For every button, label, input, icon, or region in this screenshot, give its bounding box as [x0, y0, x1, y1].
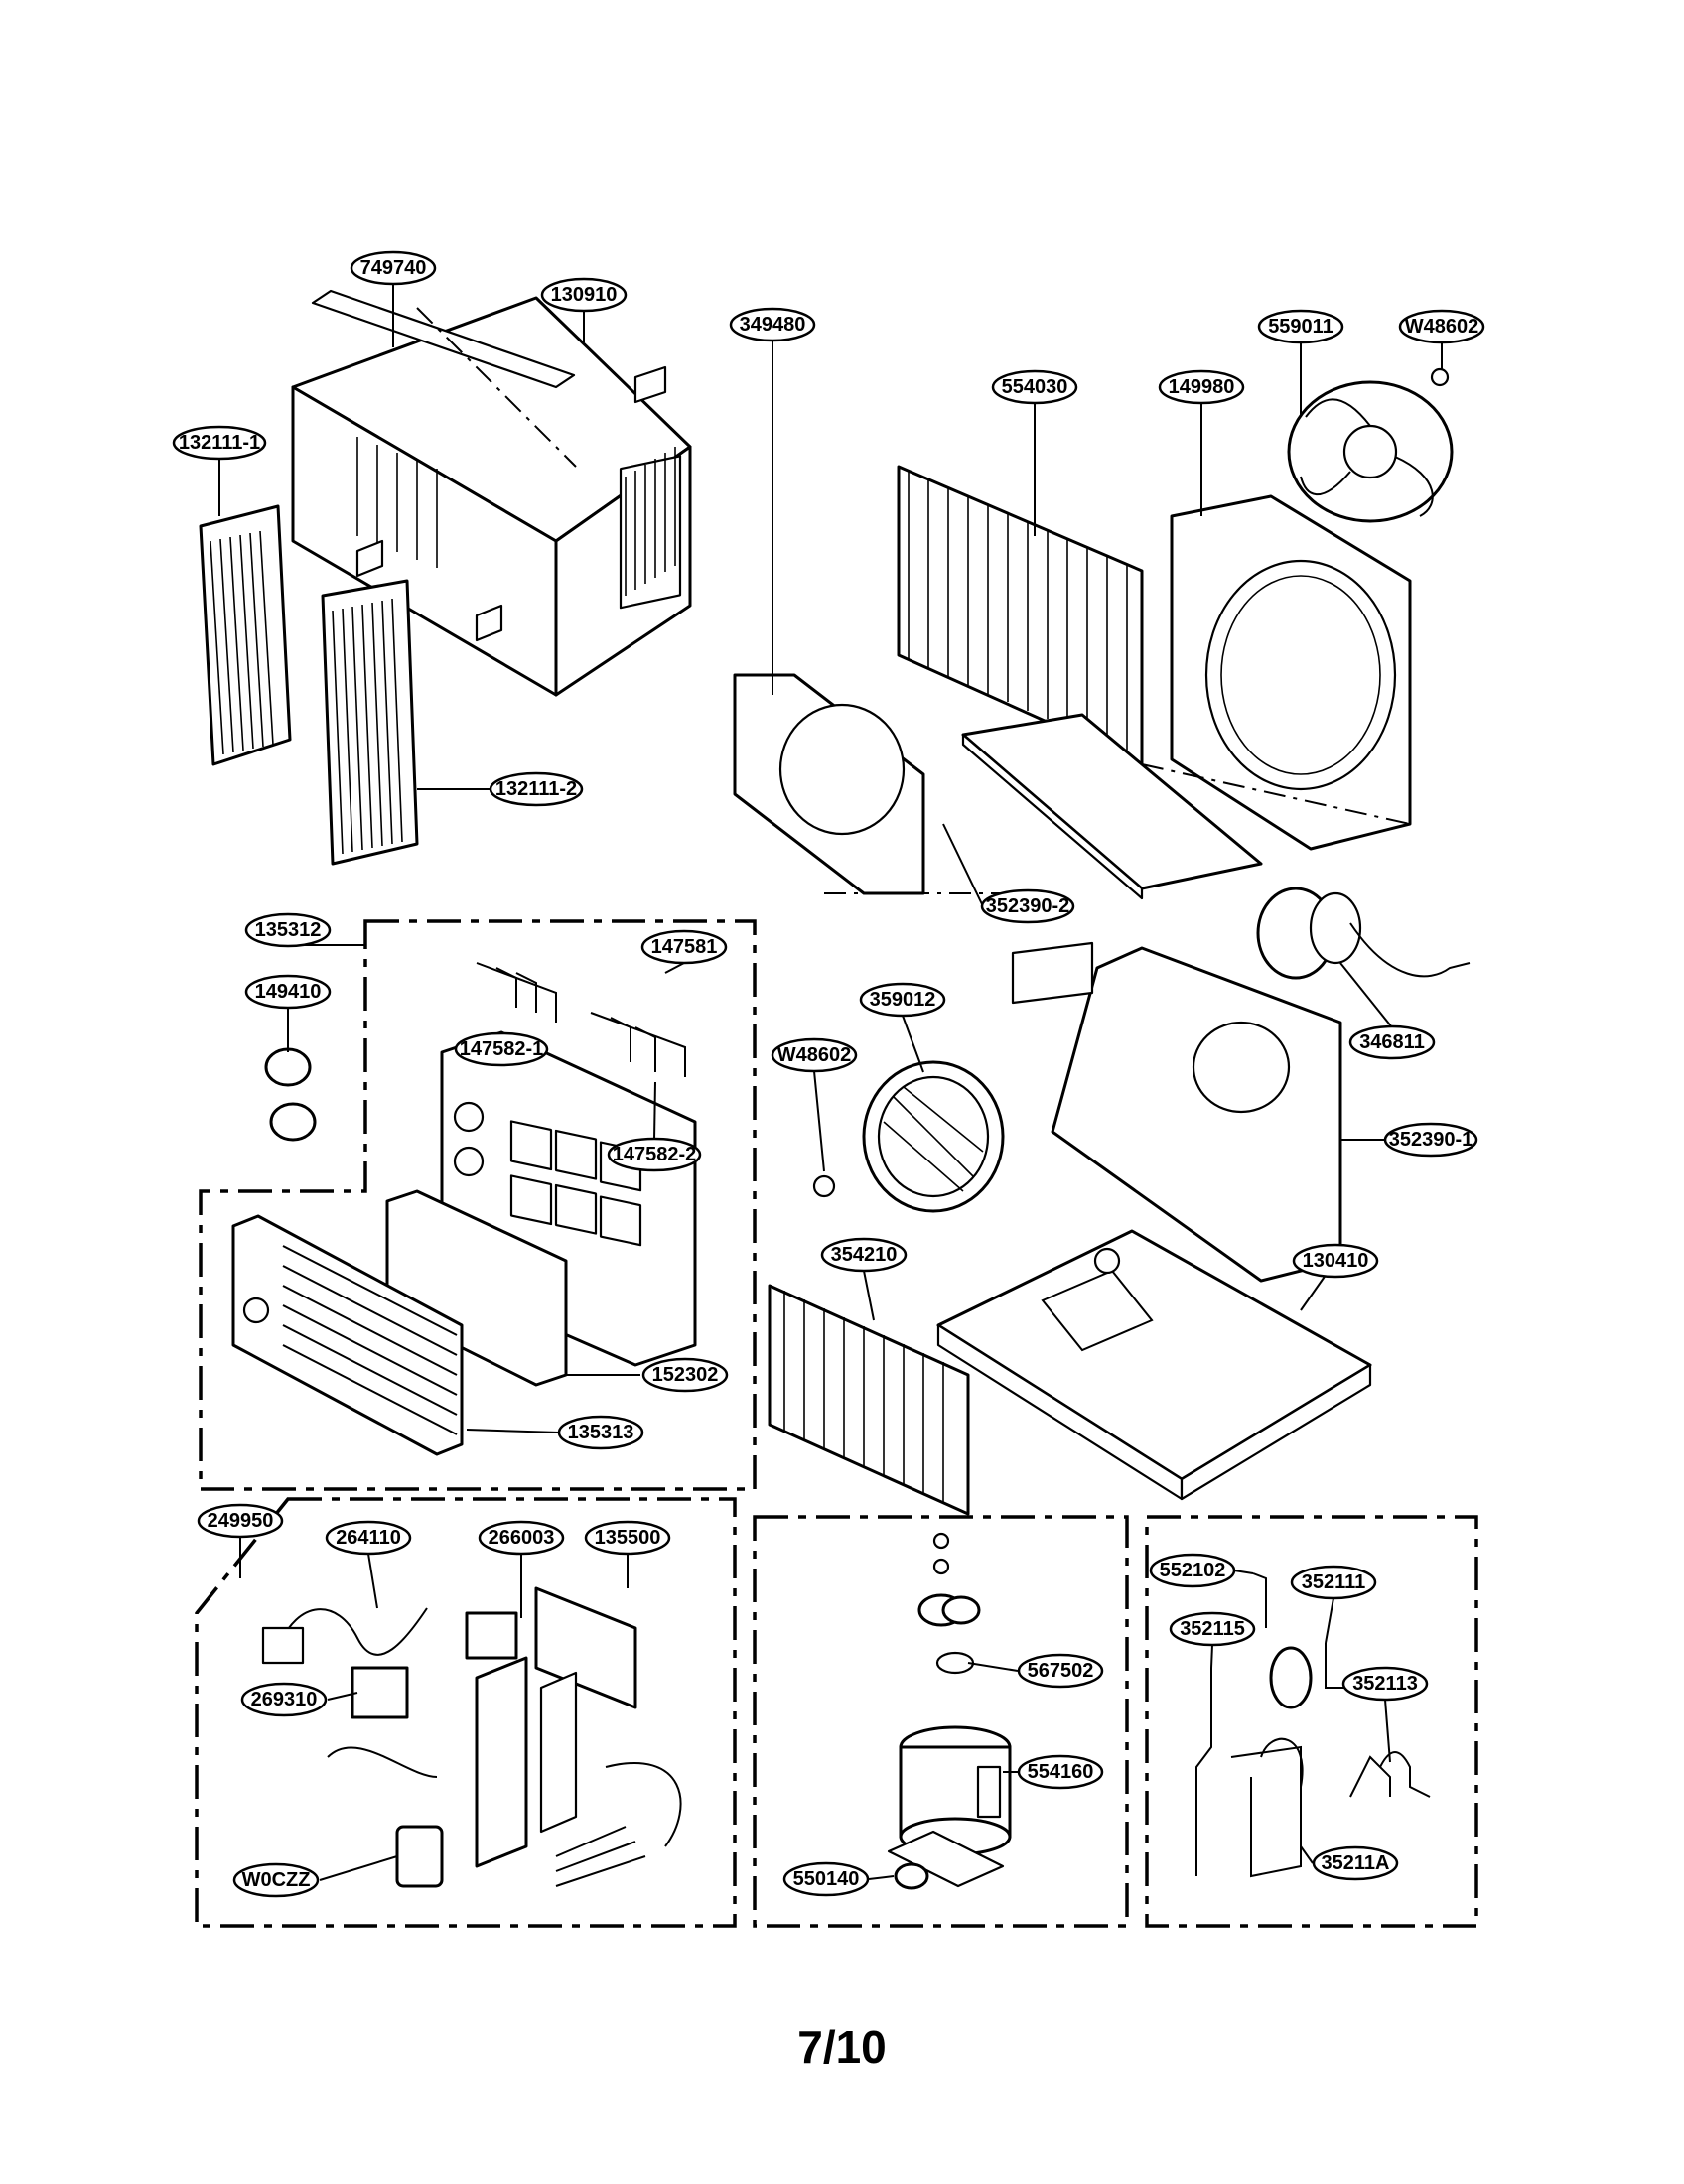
part-label: 132111-2 [489, 771, 584, 807]
part-number: 352113 [1352, 1673, 1418, 1695]
part-number: 147581 [651, 936, 718, 958]
part-label: W48602 [771, 1037, 858, 1073]
part-label: W48602 [1398, 309, 1485, 344]
part-label: 352115 [1169, 1611, 1256, 1647]
part-label: 132111-1 [172, 425, 267, 461]
part-number: 346811 [1359, 1031, 1425, 1053]
part-label: 149410 [244, 974, 332, 1010]
part-label: 346811 [1348, 1024, 1436, 1060]
electrical-drawing [261, 1586, 682, 1888]
electrical-frame [195, 1497, 737, 1928]
outdoor-section-drawing [733, 367, 1471, 980]
part-label: 130910 [540, 277, 628, 313]
part-label: 552102 [1149, 1553, 1236, 1588]
part-number: 354210 [831, 1244, 898, 1266]
part-number: 152302 [652, 1364, 719, 1386]
part-label: 152302 [641, 1357, 729, 1393]
part-number: 567502 [1028, 1660, 1094, 1682]
part-number: 147582-1 [460, 1038, 544, 1060]
part-label: 147582-1 [454, 1031, 549, 1067]
part-number: 135500 [595, 1527, 661, 1549]
part-label: 554030 [991, 369, 1078, 405]
part-label: 147582-2 [607, 1137, 702, 1172]
part-number: 552102 [1160, 1560, 1226, 1581]
part-label: 352390-1 [1383, 1122, 1478, 1158]
control-panel-drawing [231, 962, 697, 1456]
part-label: 264110 [325, 1520, 412, 1556]
part-number: 249950 [208, 1510, 274, 1532]
part-label: 349480 [729, 307, 816, 342]
part-number: W0CZZ [242, 1869, 311, 1891]
part-label: 269310 [240, 1682, 328, 1717]
part-label: 35211A [1312, 1845, 1399, 1881]
control-panel-frame [199, 919, 757, 1491]
part-number: 130410 [1303, 1250, 1369, 1272]
part-number: 147582-2 [613, 1144, 697, 1165]
part-number: 264110 [336, 1527, 401, 1549]
part-label: 149980 [1158, 369, 1245, 405]
compressor-drawing [887, 1532, 1012, 1890]
part-number: 130910 [551, 284, 618, 306]
part-label: 130410 [1292, 1243, 1379, 1279]
part-number: 550140 [793, 1868, 860, 1890]
part-number: 149410 [255, 981, 322, 1003]
compressor-frame [753, 1515, 1129, 1928]
part-number: W48602 [1405, 316, 1479, 338]
part-label: 554160 [1017, 1754, 1104, 1790]
part-label: 147581 [640, 929, 728, 965]
part-number: 35211A [1322, 1852, 1390, 1874]
part-label: 352113 [1341, 1666, 1429, 1702]
part-label: 359012 [859, 982, 946, 1018]
part-label: 266003 [478, 1520, 565, 1556]
part-label: 352111 [1290, 1565, 1377, 1600]
page-number: 7/10 [797, 2021, 887, 2073]
part-number: 135313 [568, 1422, 634, 1443]
part-number: 266003 [489, 1527, 555, 1549]
part-number: 352111 [1302, 1571, 1366, 1593]
part-label: 559011 [1257, 309, 1344, 344]
part-label: 249950 [197, 1503, 284, 1539]
part-number: 349480 [740, 314, 806, 336]
part-number: 554030 [1002, 376, 1068, 398]
part-number: 352390-2 [986, 895, 1070, 917]
part-label: 352390-2 [980, 888, 1075, 924]
part-label: W0CZZ [232, 1862, 320, 1898]
part-label: 749740 [350, 250, 437, 286]
tubing-drawing [1195, 1572, 1431, 1878]
part-number: 352390-1 [1389, 1129, 1474, 1151]
part-number: 135312 [255, 919, 322, 941]
part-label: 567502 [1017, 1653, 1104, 1689]
part-number: 132111-1 [179, 432, 260, 454]
part-number: 559011 [1268, 316, 1333, 338]
cabinet-drawing [199, 289, 692, 866]
part-number: 554160 [1028, 1761, 1094, 1783]
part-labels: 749740 130910 132111-1 132111-2 559011 W… [172, 250, 1485, 1898]
part-label: 135500 [584, 1520, 671, 1556]
part-number: 269310 [251, 1689, 318, 1710]
part-number: 359012 [870, 989, 936, 1011]
part-label: 354210 [820, 1237, 908, 1273]
part-label: 135313 [557, 1415, 644, 1450]
part-number: W48602 [777, 1044, 852, 1066]
part-number: 749740 [360, 257, 427, 279]
leader-lines [218, 285, 1443, 1881]
part-number: 352115 [1180, 1618, 1245, 1640]
section-frames [195, 919, 1478, 1928]
part-label: 550140 [782, 1861, 870, 1897]
indoor-section-drawing [768, 941, 1372, 1516]
part-number: 149980 [1169, 376, 1235, 398]
part-label: 135312 [244, 912, 332, 948]
part-number: 132111-2 [495, 778, 577, 800]
